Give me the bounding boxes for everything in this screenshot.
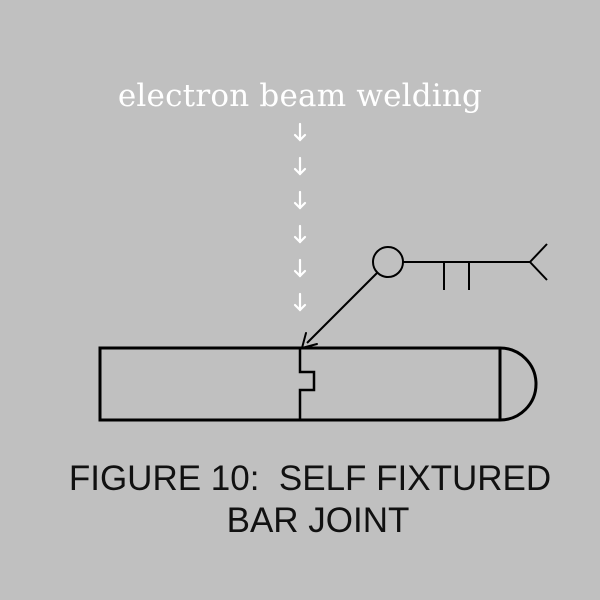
figure-caption: FIGURE 10: SELF FIXTURED BAR JOINT [0, 458, 600, 542]
beam-arrow [293, 224, 307, 244]
weld-all-around-circle [372, 246, 404, 278]
step-joint-line [298, 348, 316, 420]
beam-arrow [293, 190, 307, 210]
leader-line [306, 272, 378, 344]
caption-line-1: FIGURE 10: SELF FIXTURED [68, 459, 552, 498]
weld-symbol-tail [528, 243, 548, 281]
beam-arrow [293, 122, 307, 142]
electron-beam-arrows [293, 122, 307, 312]
beam-arrow [293, 156, 307, 176]
beam-label: electron beam welding [117, 78, 483, 114]
leader-arrowhead [301, 332, 318, 349]
bar-outline [98, 346, 538, 422]
beam-arrow [293, 258, 307, 278]
beam-arrow [293, 292, 307, 312]
caption-line-2: BAR JOINT [226, 501, 410, 540]
